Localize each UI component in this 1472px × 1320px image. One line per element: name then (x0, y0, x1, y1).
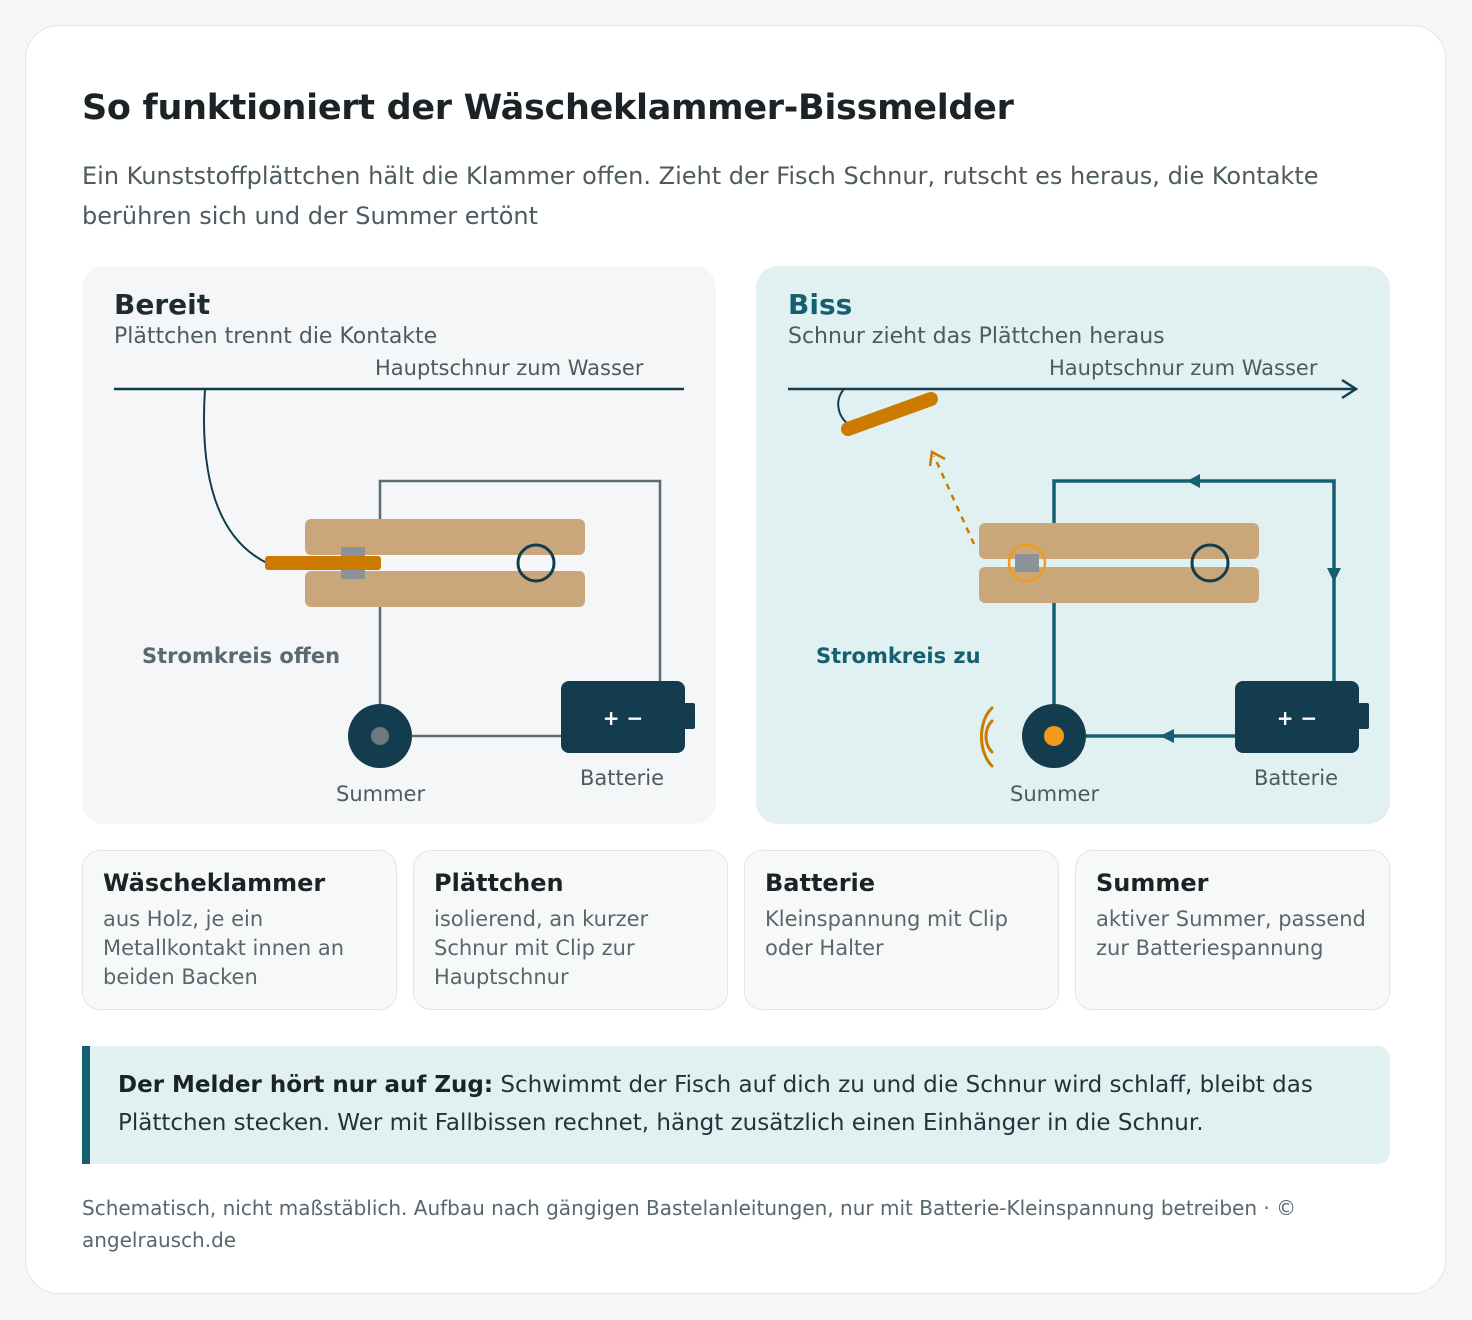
ready-buzzer-label: Summer (336, 782, 426, 806)
plastic-tab (841, 392, 938, 436)
contact-highlight (1007, 543, 1047, 583)
part-card-tab: Plättchen isolierend, an kurzer Schnur m… (413, 850, 728, 1010)
clothespin-spring (1190, 543, 1230, 583)
clothespin-upper-jaw (979, 523, 1259, 559)
ready-panel: + − Bereit Plättchen trennt die Kontakte… (82, 266, 716, 824)
sound-wave-icon (980, 706, 994, 768)
bite-diagram: + − (788, 378, 1369, 768)
hint-box: Der Melder hört nur auf Zug: Schwimmt de… (82, 1046, 1390, 1164)
clothespin-lower-jaw (979, 567, 1259, 603)
part-title: Plättchen (434, 869, 564, 897)
part-text: aktiver Summer, passend zur Batteriespan… (1096, 907, 1366, 960)
battery-symbol: + − (1277, 706, 1317, 730)
battery (561, 681, 685, 753)
part-title: Batterie (765, 869, 876, 897)
sound-wave-icon (984, 719, 994, 754)
battery-symbol: + − (603, 706, 643, 730)
bite-title: Biss (788, 288, 853, 321)
arrow-right-icon (1341, 378, 1359, 400)
part-text: aus Holz, je ein Metallkontakt innen an … (103, 907, 345, 989)
hint-bold: Der Melder hört nur auf Zug: (118, 1072, 494, 1098)
arrow-up-icon (928, 450, 946, 467)
buzzer-center (1044, 726, 1064, 746)
clothespin-upper-jaw (305, 519, 585, 555)
battery (1235, 681, 1359, 753)
ready-line-label: Hauptschnur zum Wasser (375, 356, 644, 380)
bite-panel: + − Biss Schnur zieht das Plättchen hera… (756, 266, 1390, 824)
page-subtitle: Ein Kunststoffplättchen hält die Klammer… (82, 162, 1319, 230)
clothespin-spring (516, 543, 556, 583)
ready-diagram: + − (114, 387, 695, 768)
plastic-tab (265, 556, 381, 570)
part-text: Kleinspannung mit Clip oder Halter (765, 907, 1008, 960)
battery-terminal (1358, 703, 1369, 729)
ready-title: Bereit (114, 288, 211, 321)
part-title: Wäscheklammer (103, 869, 326, 897)
buzzer-center (371, 727, 389, 745)
bite-circuit-label: Stromkreis zu (816, 644, 981, 668)
motion-path (932, 455, 976, 545)
page-title: So funktioniert der Wäscheklammer-Bissme… (82, 88, 1014, 128)
part-title: Summer (1096, 869, 1209, 897)
bite-subtitle: Schnur zieht das Plättchen heraus (788, 324, 1165, 349)
part-card-clothespin: Wäscheklammer aus Holz, je ein Metallkon… (82, 850, 397, 1010)
ready-subtitle: Plättchen trennt die Kontakte (114, 324, 438, 349)
part-card-buzzer: Summer aktiver Summer, passend zur Batte… (1075, 850, 1390, 1010)
ready-circuit-label: Stromkreis offen (142, 644, 341, 668)
circuit-wire (378, 479, 662, 681)
bite-buzzer-label: Summer (1010, 782, 1100, 806)
footer-note: Schematisch, nicht maßstäblich. Aufbau n… (82, 1196, 1297, 1252)
battery-terminal (684, 703, 695, 729)
current-arrow-icon (1187, 474, 1200, 488)
parts-list: Wäscheklammer aus Holz, je ein Metallkon… (82, 850, 1390, 1010)
current-arrow-icon (1327, 568, 1341, 582)
bite-battery-label: Batterie (1254, 766, 1339, 790)
bite-line-label: Hauptschnur zum Wasser (1049, 356, 1318, 380)
contact-plate (1015, 554, 1039, 572)
hint-text: Schwimmt der Fisch auf dich zu und die S… (118, 1072, 1313, 1136)
current-arrow-icon (1160, 729, 1174, 743)
part-card-battery: Batterie Kleinspannung mit Clip oder Hal… (744, 850, 1059, 1010)
part-text: isolierend, an kurzer Schnur mit Clip zu… (434, 907, 649, 989)
tab-string (202, 388, 268, 564)
tab-string (837, 388, 849, 425)
ready-battery-label: Batterie (580, 766, 665, 790)
clothespin-lower-jaw (305, 571, 585, 607)
